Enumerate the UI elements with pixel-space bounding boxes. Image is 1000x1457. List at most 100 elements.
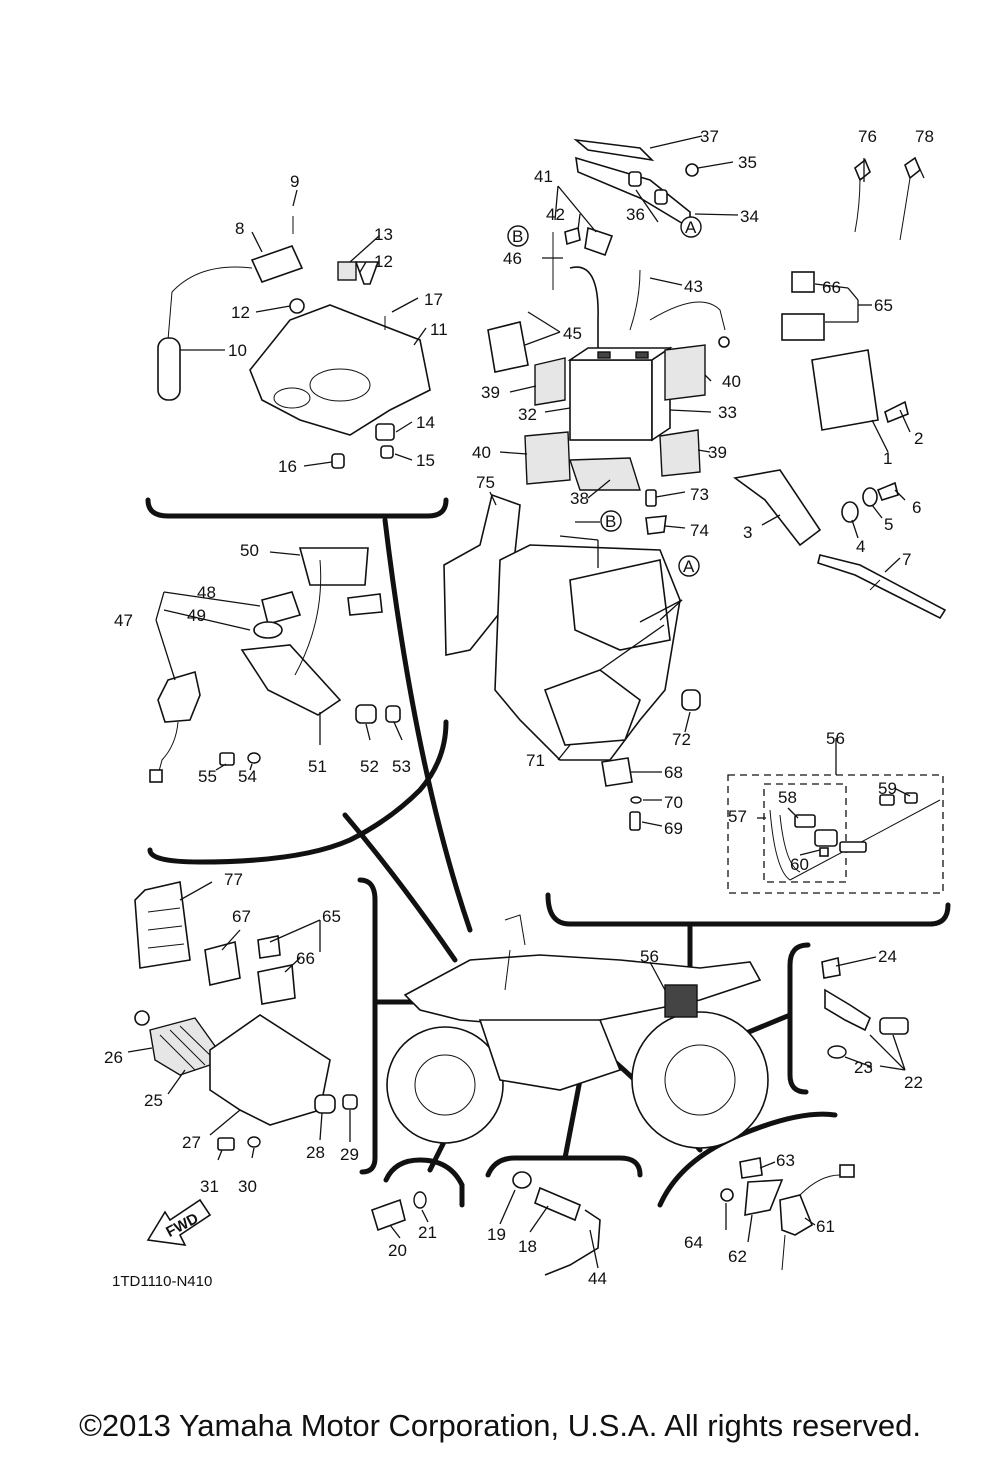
part-label: 63 [776, 1151, 795, 1170]
main-switch [157, 670, 201, 723]
part-label: 36 [626, 205, 645, 224]
part-label: 60 [790, 855, 809, 874]
part-label: 34 [740, 207, 759, 226]
part-label: 66 [296, 949, 315, 968]
part-label: 10 [228, 341, 247, 360]
part-label: 56 [826, 729, 845, 748]
part-label: 39 [708, 443, 727, 462]
part-label: 44 [588, 1269, 607, 1288]
harness-subbox [763, 783, 847, 883]
part-label: 70 [664, 793, 683, 812]
part-label: 58 [778, 788, 797, 807]
ecu-bracket [733, 469, 822, 547]
ref-letter-a: A [685, 218, 697, 237]
part-label: 62 [728, 1247, 747, 1266]
part-label: 3 [743, 523, 752, 542]
part-label: 68 [664, 763, 683, 782]
part-label: 57 [728, 807, 747, 826]
part-label: 47 [114, 611, 133, 630]
part-label: 37 [700, 127, 719, 146]
relay-large [781, 313, 825, 341]
part-label: 16 [278, 457, 297, 476]
part-label: 61 [816, 1217, 835, 1236]
part-label: 54 [238, 767, 257, 786]
part-label: 56 [640, 947, 659, 966]
copyright-notice: ©2013 Yamaha Motor Corporation, U.S.A. A… [79, 1408, 921, 1443]
reference-markers: A B B A [507, 216, 702, 577]
part-label: 18 [518, 1237, 537, 1256]
part-label: 40 [472, 443, 491, 462]
harness-contents [769, 792, 941, 881]
ecu-relay-group [733, 156, 947, 620]
part-label: 11 [430, 320, 448, 339]
part-label: 49 [187, 606, 206, 625]
spark-plug-cap [157, 337, 181, 401]
part-label: 65 [874, 296, 893, 315]
part-label: 43 [684, 277, 703, 296]
part-label: 51 [308, 757, 327, 776]
part-label: 73 [690, 485, 709, 504]
part-label: 19 [487, 1225, 506, 1244]
part-label: 64 [684, 1233, 703, 1252]
starter-relay [487, 321, 529, 373]
part-label: 22 [904, 1073, 923, 1092]
part-label: 28 [306, 1143, 325, 1162]
part-label: 29 [340, 1145, 359, 1164]
part-label: 48 [197, 583, 216, 602]
part-label: 13 [374, 225, 393, 244]
switch-bracket [240, 644, 342, 716]
part-label: 66 [822, 278, 841, 297]
cover-77 [134, 881, 191, 969]
part-label: 1 [883, 449, 892, 468]
part-label: 8 [235, 219, 244, 238]
part-label: 65 [322, 907, 341, 926]
part-label: 25 [144, 1091, 163, 1110]
battery [569, 359, 653, 441]
part-label: 6 [912, 498, 921, 517]
ref-letter-a: A [683, 557, 695, 576]
part-label: 77 [224, 870, 243, 889]
part-label: 23 [854, 1058, 873, 1077]
part-label: 21 [418, 1223, 437, 1242]
part-label: 52 [360, 757, 379, 776]
rectifier-regulator [149, 1017, 227, 1076]
part-labels: 1 2 3 4 5 6 7 8 9 10 11 12 12 13 14 15 1… [104, 127, 934, 1288]
relay-small [791, 271, 815, 293]
ignition-coil-group [157, 216, 431, 469]
main-switch-group [149, 547, 401, 783]
battery-group [487, 138, 730, 491]
part-label: 46 [503, 249, 522, 268]
part-label: 30 [238, 1177, 257, 1196]
part-label: 26 [104, 1048, 123, 1067]
ref-letter-b: B [512, 227, 523, 246]
part-label: 75 [476, 473, 495, 492]
relay-67 [204, 940, 241, 986]
leader-lines [127, 135, 925, 1269]
part-label: 31 [200, 1177, 219, 1196]
fwd-arrow-icon [146, 1198, 212, 1246]
part-label: 27 [182, 1133, 201, 1152]
part-label: 39 [481, 383, 500, 402]
part-label: 24 [878, 947, 897, 966]
part-label: 38 [570, 489, 589, 508]
part-label: 74 [690, 521, 709, 540]
part-label: 42 [546, 205, 565, 224]
rectifier-bracket [209, 1014, 331, 1126]
part-label: 55 [198, 767, 217, 786]
part-label: 33 [718, 403, 737, 422]
part-label: 14 [416, 413, 435, 432]
part-label: 9 [290, 172, 299, 191]
ecu-unit [811, 349, 879, 431]
part-label: 2 [914, 429, 923, 448]
part-label: 78 [915, 127, 934, 146]
ref-letter-b: B [605, 512, 616, 531]
diagram-code: 1TD1110-N410 [112, 1273, 212, 1290]
part-label: 7 [902, 550, 911, 569]
ignition-coil [250, 245, 304, 283]
part-label: 53 [392, 757, 411, 776]
part-label: 40 [722, 372, 741, 391]
part-label: 32 [518, 405, 537, 424]
cable-tie [817, 554, 947, 620]
part-label: 71 [526, 751, 545, 770]
